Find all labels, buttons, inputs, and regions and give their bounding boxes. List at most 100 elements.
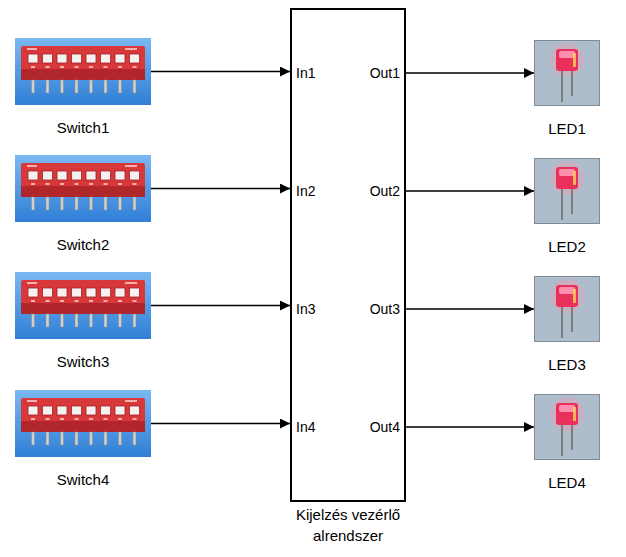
led: LED4: [534, 394, 600, 492]
led-highlight: [559, 169, 575, 176]
dip-marking: [125, 165, 137, 167]
signal-arrow: [406, 426, 534, 428]
dip-pin: [104, 432, 107, 445]
dip-pin: [90, 314, 93, 327]
led-label: LED1: [534, 120, 600, 138]
dip-marking: [75, 183, 79, 185]
dip-body: [21, 46, 145, 80]
dip-slider: [57, 406, 67, 415]
dip-slider: [101, 54, 111, 63]
dip-slider: [86, 288, 96, 297]
led-label: LED4: [534, 474, 600, 492]
led-highlight: [559, 405, 575, 412]
photo-background: [15, 390, 151, 457]
dip-marking: [31, 300, 35, 302]
output-port-label: Out3: [370, 300, 400, 318]
led-highlight: [559, 51, 575, 58]
photo-background: [535, 395, 600, 460]
dip-slider: [28, 171, 38, 180]
switch-label: Switch3: [15, 353, 151, 371]
dip-body: [21, 398, 145, 432]
led-picture: [534, 276, 600, 342]
dip-pin: [32, 197, 35, 210]
switch-label: Switch2: [15, 236, 151, 254]
dip-pin: [46, 314, 49, 327]
block-title: Kijelzés vezérlő alrendszer: [278, 504, 418, 546]
dip-body-shade: [21, 421, 145, 432]
photo-background: [535, 41, 600, 106]
signal-arrow: [151, 71, 290, 73]
dip-slider: [86, 54, 96, 63]
photo-background: [535, 159, 600, 224]
dip-switch: Switch3: [15, 272, 151, 371]
dip-marking: [89, 183, 93, 185]
dip-slider: [57, 54, 67, 63]
input-port-label: In3: [296, 300, 315, 318]
dip-switch: Switch1: [15, 38, 151, 137]
dip-marking: [89, 300, 93, 302]
dip-slider: [115, 171, 125, 180]
dip-switch-picture: [15, 390, 151, 457]
dip-pin: [119, 432, 122, 445]
dip-pin: [75, 314, 78, 327]
dip-marking: [27, 282, 37, 284]
led-label: LED3: [534, 356, 600, 374]
photo-background: [15, 38, 151, 105]
led-reflection: [573, 289, 576, 303]
dip-marking: [118, 66, 122, 68]
dip-marking: [104, 418, 108, 420]
dip-pin: [133, 314, 136, 327]
signal-arrow: [406, 308, 534, 310]
dip-marking: [60, 66, 64, 68]
dip-pin: [61, 197, 64, 210]
dip-slider: [115, 54, 125, 63]
led-glow: [550, 279, 584, 313]
dip-pin: [133, 432, 136, 445]
led-leg: [561, 306, 563, 338]
dip-pin: [46, 197, 49, 210]
dip-pin: [104, 314, 107, 327]
dip-slider: [101, 288, 111, 297]
dip-slider: [43, 54, 53, 63]
photo-background: [15, 272, 151, 339]
dip-slider: [130, 406, 140, 415]
dip-marking: [27, 400, 37, 402]
dip-body-shade: [21, 186, 145, 197]
led: LED2: [534, 158, 600, 256]
dip-slider: [72, 54, 82, 63]
led-leg: [571, 70, 573, 96]
led-reflection: [573, 407, 576, 421]
dip-pin: [32, 432, 35, 445]
input-port-label: In2: [296, 182, 315, 200]
dip-slider: [130, 54, 140, 63]
dip-switch: Switch4: [15, 390, 151, 489]
led-leg: [571, 306, 573, 332]
dip-pin: [46, 80, 49, 93]
dip-marking: [125, 400, 137, 402]
output-port-label: Out2: [370, 182, 400, 200]
dip-marking: [133, 300, 137, 302]
dip-marking: [133, 418, 137, 420]
dip-slider: [43, 171, 53, 180]
dip-marking: [60, 183, 64, 185]
dip-slider: [130, 288, 140, 297]
signal-arrow: [151, 423, 290, 425]
dip-slider: [115, 288, 125, 297]
led-picture: [534, 394, 600, 460]
dip-marking: [75, 300, 79, 302]
led-picture: [534, 40, 600, 106]
led-body: [556, 167, 578, 189]
dip-marking: [125, 282, 137, 284]
dip-marking: [118, 300, 122, 302]
dip-marking: [46, 183, 50, 185]
signal-arrow: [406, 72, 534, 74]
dip-slider: [130, 171, 140, 180]
dip-slider: [72, 406, 82, 415]
dip-pin: [75, 197, 78, 210]
dip-switch-picture: [15, 272, 151, 339]
dip-slider: [57, 288, 67, 297]
dip-body-shade: [21, 69, 145, 80]
dip-marking: [46, 418, 50, 420]
dip-slider: [101, 171, 111, 180]
